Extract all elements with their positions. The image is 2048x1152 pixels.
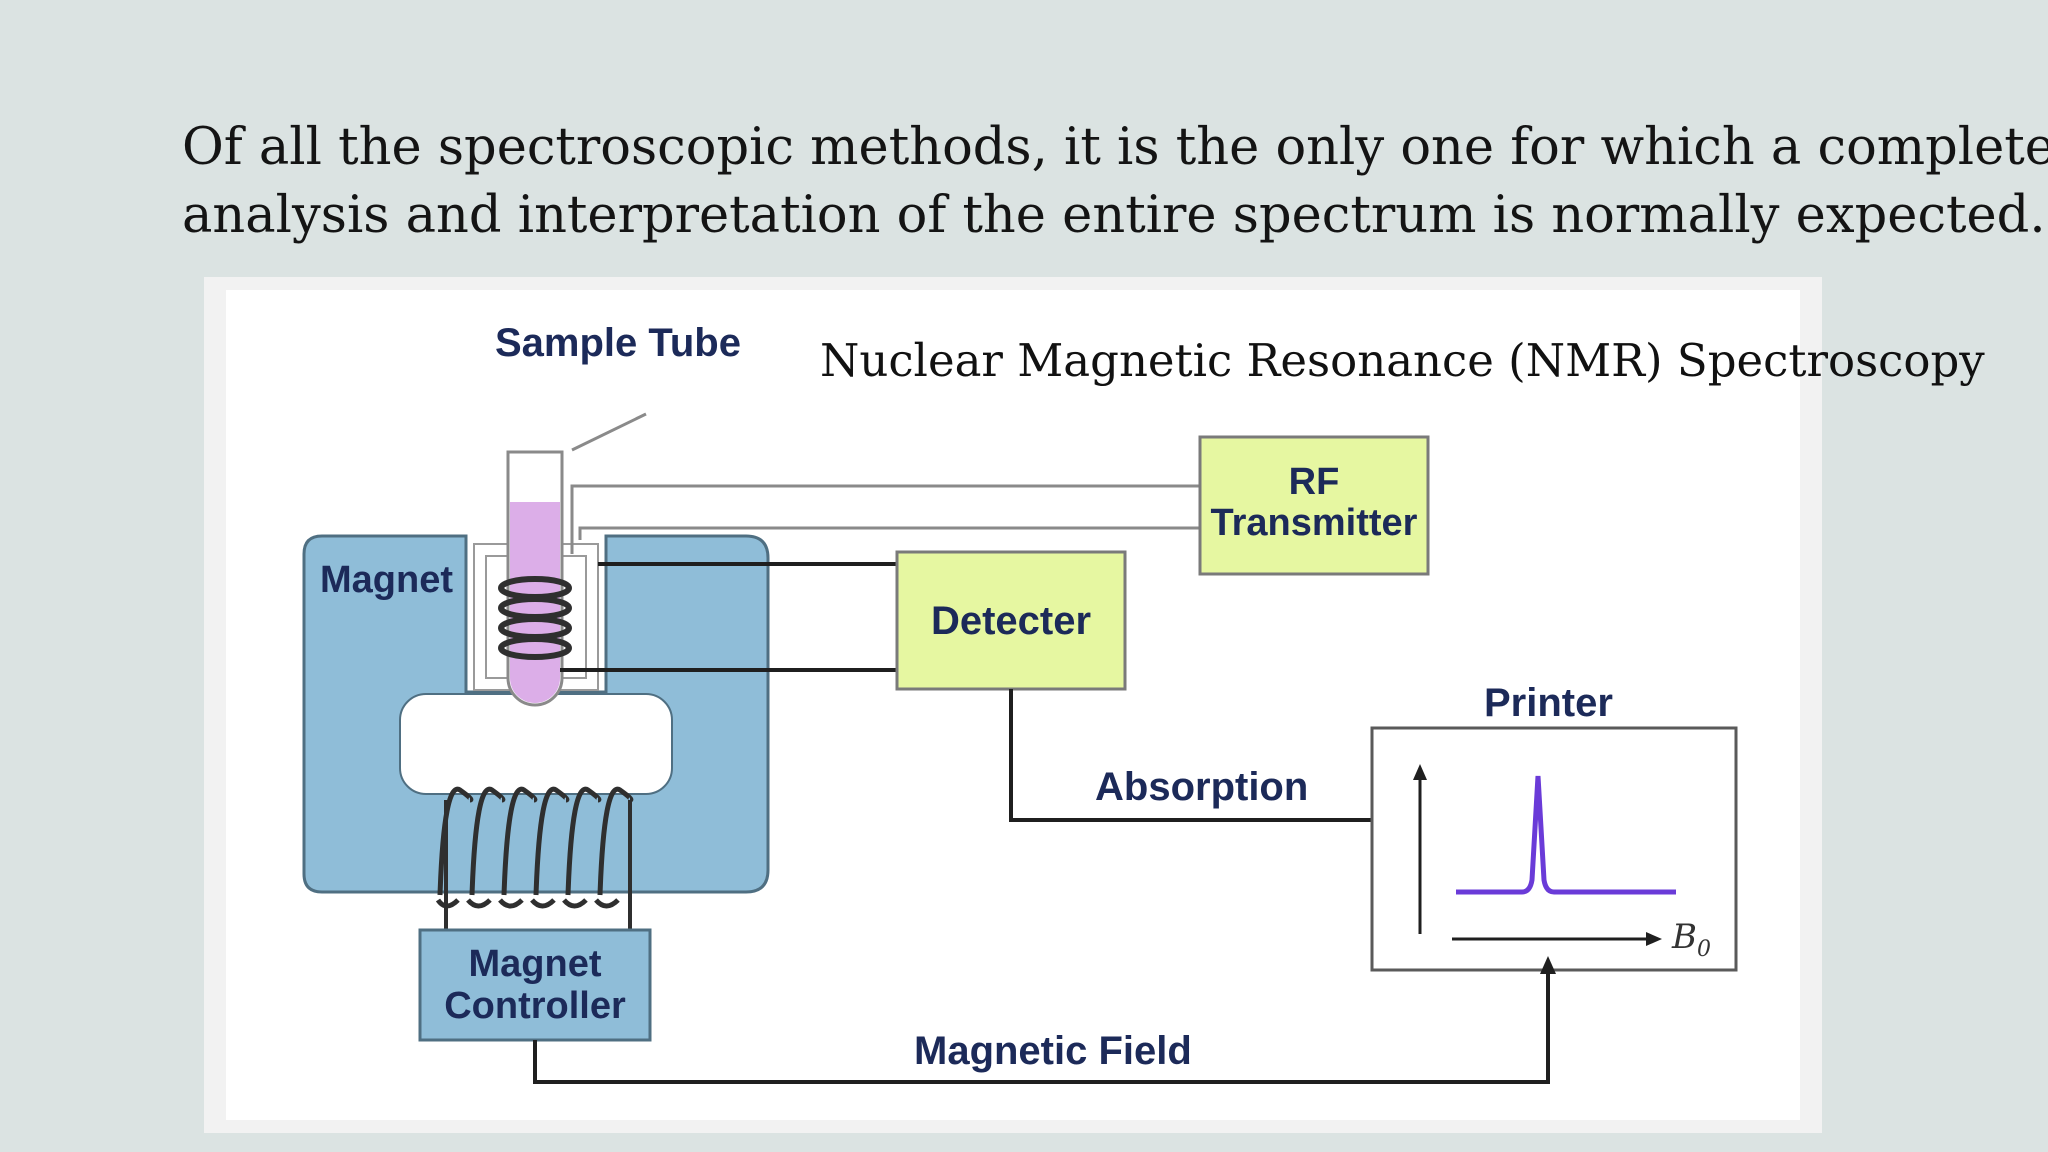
- magnet-controller-box: [418, 928, 652, 1042]
- rf-coil: [498, 576, 572, 660]
- rf-transmitter-box: [1198, 435, 1430, 576]
- sample-tube-label: Sample Tube: [495, 321, 741, 365]
- diagram-title: Nuclear Magnetic Resonance (NMR) Spectro…: [820, 334, 1985, 387]
- printer-box: [1370, 726, 1738, 972]
- rf-transmitter-label-1: RF: [1289, 461, 1340, 503]
- absorption-line: [1009, 689, 1376, 822]
- detector-box: [895, 550, 1127, 691]
- magnet-label: Magnet: [320, 559, 453, 601]
- sample-liquid: [510, 502, 560, 703]
- magnet-controller-label-1: Magnet: [469, 943, 602, 985]
- nmr-peak: [1456, 775, 1676, 895]
- magnetic-field-label: Magnetic Field: [914, 1029, 1192, 1073]
- magnetic-field-arrowhead: [1540, 956, 1556, 974]
- b0-label: B0: [1671, 917, 1711, 962]
- slide-heading: Of all the spectroscopic methods, it is …: [182, 114, 2048, 250]
- heading-line-1: Of all the spectroscopic methods, it is …: [182, 118, 2048, 177]
- magnet-gap: [399, 693, 673, 795]
- absorption-label: Absorption: [1095, 765, 1308, 809]
- sweep-coil: [435, 786, 634, 909]
- rf-cable-lower: [578, 526, 1200, 540]
- magnet-controller-label-2: Controller: [444, 985, 626, 1027]
- detector-label: Detecter: [931, 599, 1091, 643]
- rf-cable-upper: [570, 484, 1200, 554]
- printer-x-arrowhead: [1646, 932, 1662, 946]
- sample-tube-pointer: [571, 412, 647, 452]
- heading-line-2: analysis and interpretation of the entir…: [182, 186, 2046, 245]
- printer-label: Printer: [1484, 681, 1613, 725]
- rf-transmitter-label-2: Transmitter: [1211, 502, 1418, 544]
- printer-y-arrowhead: [1413, 764, 1427, 780]
- magnetic-field-line: [533, 972, 1550, 1084]
